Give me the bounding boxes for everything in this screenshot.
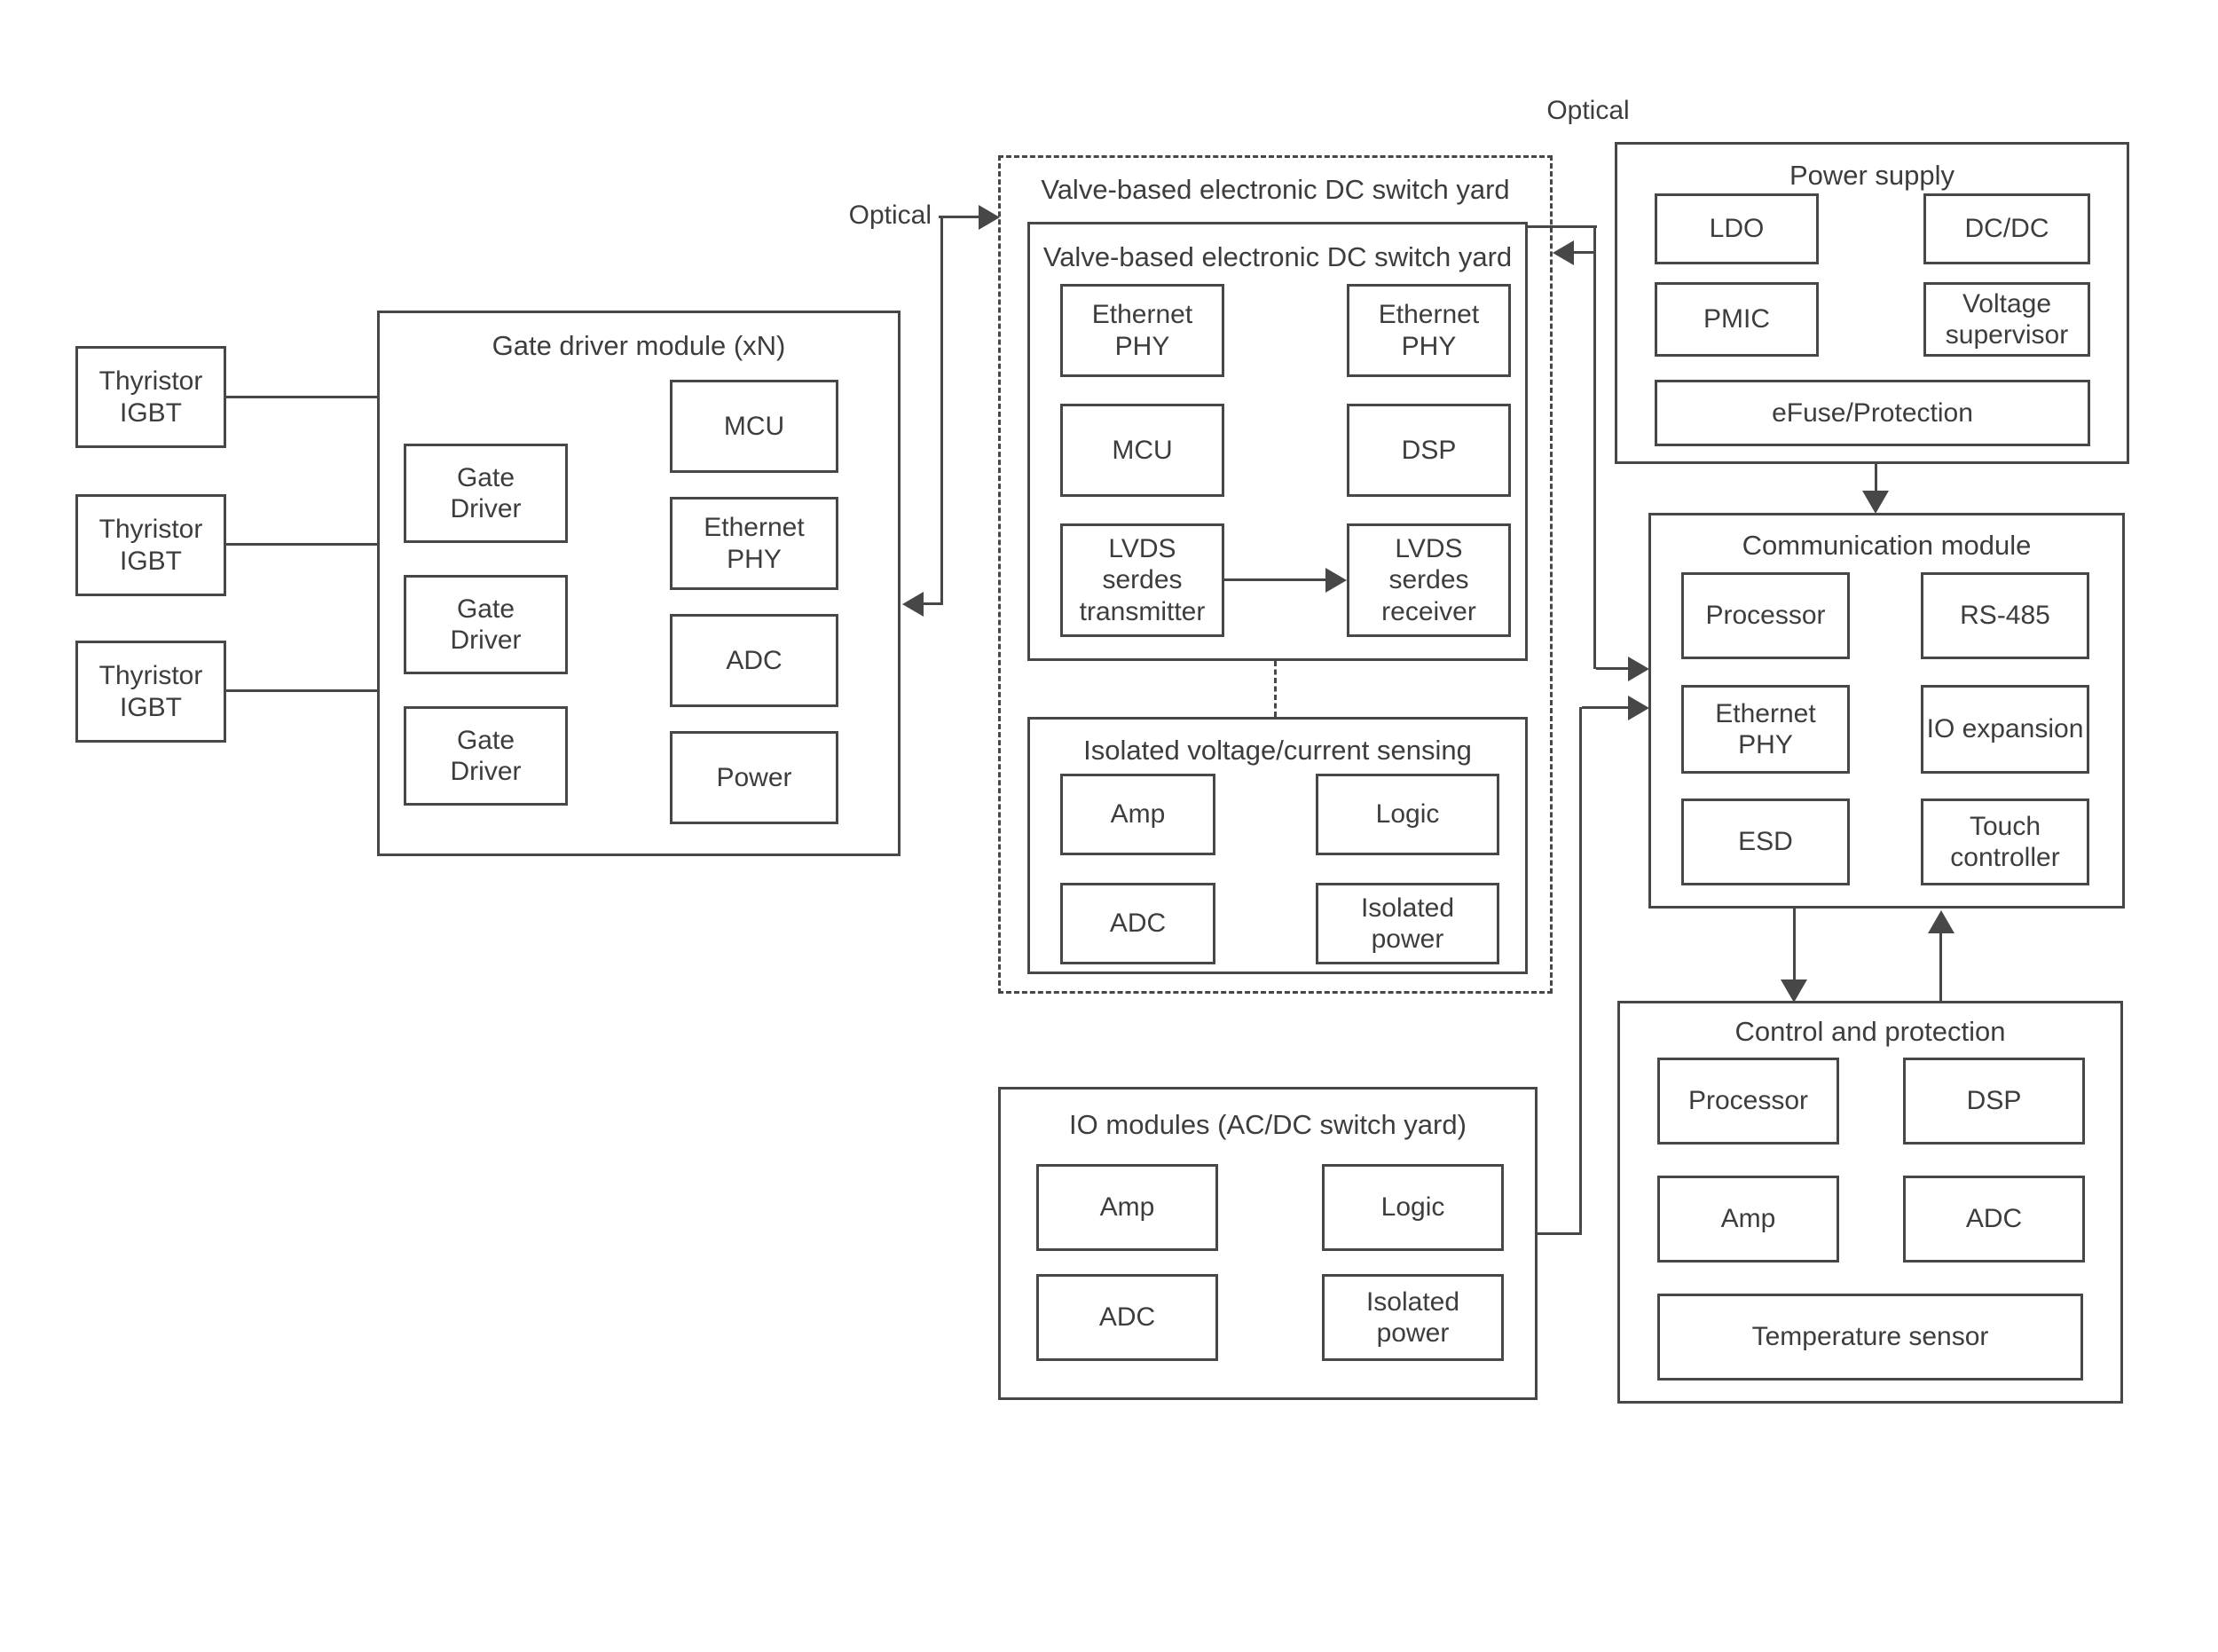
lvds-link-line	[1224, 578, 1329, 581]
valve-comm-branch-line	[1574, 251, 1596, 254]
thyristor-igbt-box-2: Thyristor IGBT	[75, 494, 226, 596]
communication-module-title: Communication module	[1742, 530, 2032, 561]
connector-thyristor-3	[226, 689, 377, 692]
control-temperature-sensor-box: Temperature sensor	[1657, 1294, 2083, 1381]
valve-comm-link-exit-line	[1528, 225, 1597, 228]
lvds-serdes-transmitter-box: LVDS serdes transmitter	[1060, 523, 1224, 637]
valve-mcu-box: MCU	[1060, 404, 1224, 497]
optical-left-line-top	[939, 216, 981, 218]
gate-module-ethernet-phy-box: Ethernet PHY	[670, 497, 838, 590]
optical-left-line-vertical	[940, 217, 943, 605]
connector-thyristor-1	[226, 396, 377, 398]
arrowhead-io-to-comm	[1628, 696, 1649, 720]
gate-module-mcu-box: MCU	[670, 380, 838, 473]
power-voltage-supervisor-box: Voltage supervisor	[1923, 282, 2090, 357]
gate-driver-module-frame	[377, 311, 901, 856]
communication-module-frame	[1648, 513, 2125, 909]
io-logic-box: Logic	[1322, 1164, 1504, 1251]
arrowhead-into-valve-yard	[979, 205, 1000, 230]
gate-module-power-box: Power	[670, 731, 838, 824]
thyristor-igbt-box-3: Thyristor IGBT	[75, 641, 226, 743]
optical-label-right: Optical	[1546, 96, 1630, 125]
power-supply-frame	[1615, 142, 2129, 464]
sensing-logic-box: Logic	[1316, 774, 1499, 855]
comm-esd-box: ESD	[1681, 798, 1850, 885]
optical-label-left: Optical	[848, 201, 932, 230]
dashed-connector-valve-to-sensing	[1274, 661, 1277, 717]
connector-thyristor-2	[226, 543, 377, 546]
power-pmic-box: PMIC	[1655, 282, 1819, 357]
control-adc-box: ADC	[1903, 1176, 2085, 1263]
control-protection-title: Control and protection	[1734, 1016, 2006, 1047]
gate-driver-box-1: Gate Driver	[404, 444, 568, 543]
io-comm-link-vertical	[1579, 707, 1582, 1235]
thyristor-igbt-box-1: Thyristor IGBT	[75, 346, 226, 448]
sensing-amp-box: Amp	[1060, 774, 1215, 855]
arrowhead-power-to-comm	[1862, 491, 1889, 514]
valve-ethernet-phy-left-box: Ethernet PHY	[1060, 284, 1224, 377]
comm-rs485-box: RS-485	[1921, 572, 2089, 659]
arrowhead-control-to-comm	[1928, 910, 1955, 933]
power-supply-title: Power supply	[1789, 160, 1955, 191]
valve-yard-inner-title: Valve-based electronic DC switch yard	[1042, 241, 1513, 272]
io-modules-frame	[998, 1087, 1538, 1400]
connector-power-to-comm	[1875, 464, 1877, 492]
comm-ethernet-phy-box: Ethernet PHY	[1681, 685, 1850, 774]
control-protection-frame	[1617, 1001, 2123, 1404]
comm-processor-box: Processor	[1681, 572, 1850, 659]
io-modules-title: IO modules (AC/DC switch yard)	[1069, 1109, 1467, 1140]
valve-yard-outer-frame	[998, 155, 1553, 994]
io-adc-box: ADC	[1036, 1274, 1218, 1361]
control-amp-box: Amp	[1657, 1176, 1839, 1263]
arrowhead-into-valve-yard-right	[1553, 240, 1574, 265]
valve-dsp-box: DSP	[1347, 404, 1511, 497]
arrowhead-comm-to-control	[1781, 979, 1807, 1003]
gate-module-adc-box: ADC	[670, 614, 838, 707]
valve-yard-inner-frame	[1027, 222, 1528, 661]
control-dsp-box: DSP	[1903, 1058, 2085, 1145]
gate-driver-box-2: Gate Driver	[404, 575, 568, 674]
power-ldo-box: LDO	[1655, 193, 1819, 264]
arrowhead-into-gate-module	[902, 592, 924, 617]
io-comm-link-top-line	[1582, 706, 1629, 709]
comm-touch-controller-box: Touch controller	[1921, 798, 2089, 885]
arrowhead-valve-to-comm	[1628, 657, 1649, 681]
valve-comm-link-bottom-line	[1596, 667, 1632, 670]
sensing-isolated-power-box: Isolated power	[1316, 883, 1499, 964]
valve-yard-outer-title: Valve-based electronic DC switch yard	[1041, 174, 1510, 205]
valve-comm-link-vertical	[1593, 225, 1596, 669]
isolated-sensing-frame	[1027, 717, 1528, 974]
control-processor-box: Processor	[1657, 1058, 1839, 1145]
power-efuse-protection-box: eFuse/Protection	[1655, 380, 2090, 446]
arrowhead-lvds-tx-to-rx	[1325, 568, 1347, 593]
io-amp-box: Amp	[1036, 1164, 1218, 1251]
sensing-adc-box: ADC	[1060, 883, 1215, 964]
connector-comm-to-control	[1793, 909, 1796, 981]
lvds-serdes-receiver-box: LVDS serdes receiver	[1347, 523, 1511, 637]
gate-driver-module-title: Gate driver module (xN)	[492, 330, 786, 361]
power-dcdc-box: DC/DC	[1923, 193, 2090, 264]
valve-ethernet-phy-right-box: Ethernet PHY	[1347, 284, 1511, 377]
gate-driver-box-3: Gate Driver	[404, 706, 568, 806]
optical-left-line-bottom	[924, 602, 943, 605]
connector-control-to-comm	[1939, 932, 1942, 1001]
isolated-sensing-title: Isolated voltage/current sensing	[1083, 735, 1472, 766]
io-comm-link-exit-line	[1538, 1232, 1582, 1235]
comm-io-expansion-box: IO expansion	[1921, 685, 2089, 774]
io-isolated-power-box: Isolated power	[1322, 1274, 1504, 1361]
